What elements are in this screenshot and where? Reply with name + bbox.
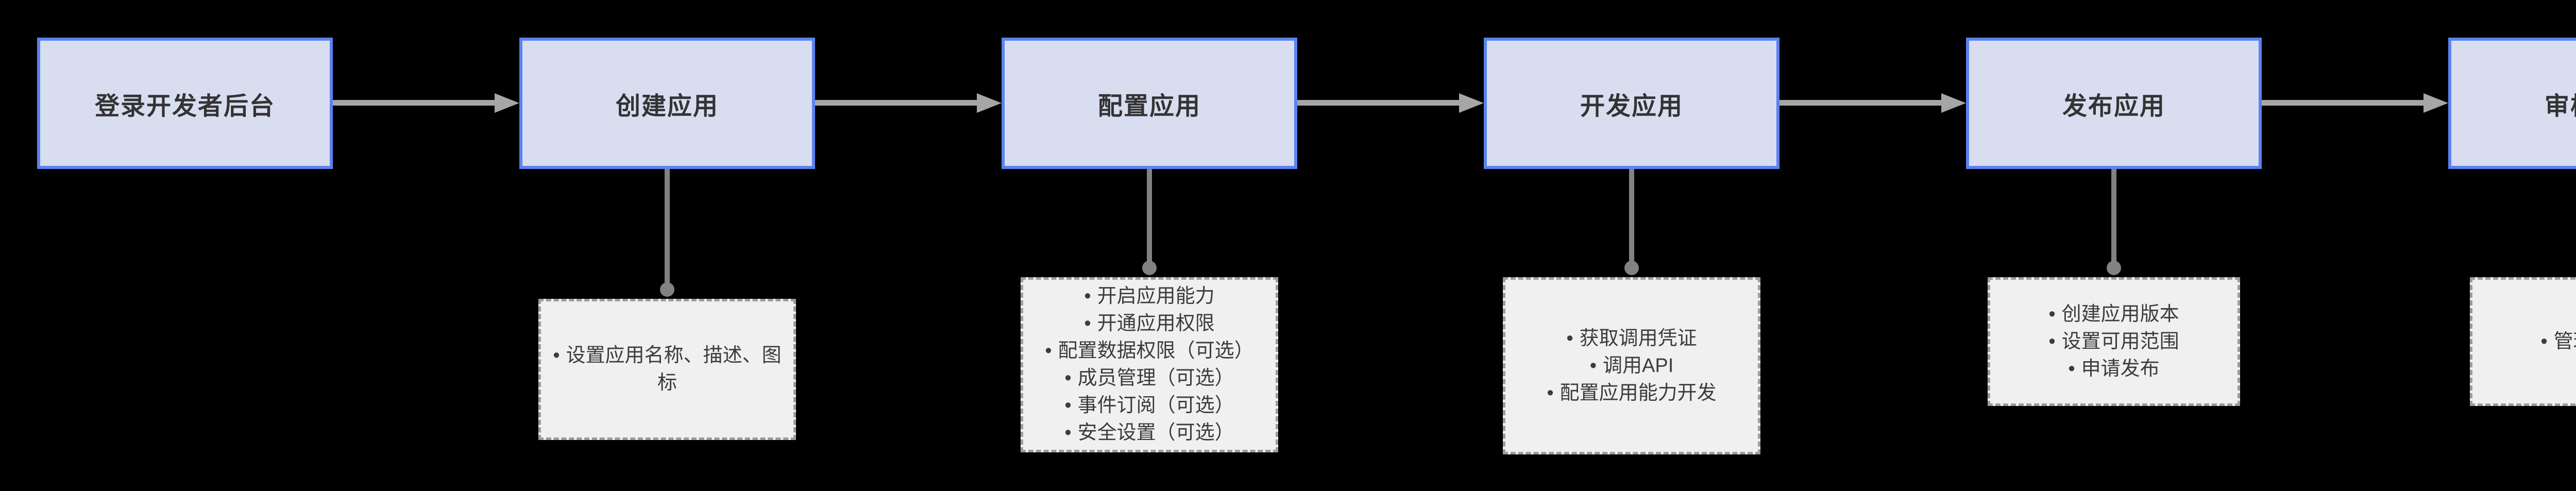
bullet-icon: • xyxy=(1589,354,1597,377)
arrow-head-icon xyxy=(495,93,519,113)
connector-line xyxy=(1629,169,1634,268)
bullet-icon: • xyxy=(1547,382,1554,404)
arrow-shaft xyxy=(1780,100,1943,106)
detail-item: • 开启应用能力 xyxy=(1033,283,1265,310)
arrow-right-icon xyxy=(1297,93,1484,113)
flow-node-label: 配置应用 xyxy=(1097,92,1201,120)
detail-item-text: 申请发布 xyxy=(2081,358,2160,380)
detail-item-text: 获取调用凭证 xyxy=(1579,327,1697,349)
arrow-shaft xyxy=(1297,100,1461,106)
detail-item-text: 事件订阅（可选） xyxy=(1077,395,1234,416)
detail-list: •开启应用能力 •开通应用权限 •配置数据权限（可选） •成员管理（可选） •事… xyxy=(1033,283,1265,447)
detail-item-text: 创建应用版本 xyxy=(2061,303,2179,325)
flow-node-create-app: 创建应用 xyxy=(519,38,815,169)
bullet-icon: • xyxy=(1064,422,1072,444)
detail-item-text: 调用API xyxy=(1603,354,1674,377)
detail-item-text: 设置应用名称、描述、图标 xyxy=(566,345,782,394)
detail-box-review-app: •管理员审核 xyxy=(2470,277,2576,406)
bullet-icon: • xyxy=(1064,367,1072,389)
detail-box-create-app: • 设置应用名称、描述、图标 xyxy=(538,299,796,440)
flow-node-login-developer-console: 登录开发者后台 xyxy=(37,38,333,169)
bullet-icon: • xyxy=(2068,358,2075,380)
arrow-head-icon xyxy=(2424,93,2448,113)
bullet-icon: • xyxy=(1084,285,1091,307)
detail-item: •事件订阅（可选） xyxy=(1033,392,1265,419)
detail-item: • 开通应用权限 xyxy=(1033,310,1265,337)
detail-item-text: 设置可用范围 xyxy=(2061,330,2179,352)
detail-item: • 配置数据权限（可选） xyxy=(1033,337,1265,365)
arrow-right-icon xyxy=(815,93,1002,113)
arrow-head-icon xyxy=(1941,93,1966,113)
flow-node-label: 审核应用 xyxy=(2544,92,2576,120)
detail-list: • 设置应用名称、描述、图标 xyxy=(551,342,783,397)
detail-item: • 调用API xyxy=(1516,352,1748,380)
detail-list: • 获取调用凭证 • 调用API • 配置应用能力开发 xyxy=(1516,325,1748,407)
bullet-icon: • xyxy=(2540,330,2548,352)
flow-node-label: 开发应用 xyxy=(1580,92,1683,120)
flow-node-label: 创建应用 xyxy=(615,92,719,120)
flow-node-label: 登录开发者后台 xyxy=(94,92,275,120)
connector-line xyxy=(2111,169,2116,268)
bullet-icon: • xyxy=(1064,395,1072,416)
detail-item-text: 开启应用能力 xyxy=(1097,285,1215,307)
detail-item: •成员管理（可选） xyxy=(1033,365,1265,392)
bullet-icon: • xyxy=(553,345,560,366)
bullet-icon: • xyxy=(1084,313,1091,334)
arrow-shaft xyxy=(333,100,497,106)
detail-item: • 获取调用凭证 xyxy=(1516,325,1748,352)
arrow-right-icon xyxy=(2262,93,2448,113)
detail-item: • 设置应用名称、描述、图标 xyxy=(551,342,783,397)
flow-node-label: 发布应用 xyxy=(2062,92,2165,120)
flow-node-develop-app: 开发应用 xyxy=(1484,38,1780,169)
detail-list: •管理员审核 xyxy=(2483,328,2576,355)
detail-item: •设置可用范围 xyxy=(2001,328,2227,355)
detail-item: •管理员审核 xyxy=(2483,328,2576,355)
detail-item-text: 管理员审核 xyxy=(2553,330,2576,352)
connector-line xyxy=(1147,169,1152,268)
arrow-head-icon xyxy=(1459,93,1484,113)
arrow-shaft xyxy=(2262,100,2426,106)
detail-item: • 申请发布 xyxy=(2001,355,2227,383)
bullet-icon: • xyxy=(1566,327,1573,349)
arrow-right-icon xyxy=(1780,93,1966,113)
connector-dot-icon xyxy=(660,282,674,297)
detail-box-configure-app: •开启应用能力 •开通应用权限 •配置数据权限（可选） •成员管理（可选） •事… xyxy=(1021,277,1278,452)
bullet-icon: • xyxy=(2048,303,2056,325)
arrow-head-icon xyxy=(977,93,1002,113)
flow-node-publish-app: 发布应用 xyxy=(1966,38,2262,169)
flow-node-configure-app: 配置应用 xyxy=(1002,38,1297,169)
detail-item-text: 开通应用权限 xyxy=(1097,313,1215,334)
connector-dot-icon xyxy=(2107,261,2121,275)
detail-item-text: 成员管理（可选） xyxy=(1077,367,1234,389)
detail-box-develop-app: • 获取调用凭证 • 调用API • 配置应用能力开发 xyxy=(1503,277,1760,454)
detail-item-text: 配置应用能力开发 xyxy=(1560,382,1717,404)
detail-item-text: 配置数据权限（可选） xyxy=(1058,340,1254,362)
detail-box-publish-app: •创建应用版本 •设置可用范围 •申请发布 xyxy=(1988,277,2240,406)
detail-item: •创建应用版本 xyxy=(2001,301,2227,328)
connector-dot-icon xyxy=(1142,261,1157,275)
detail-item: • 配置应用能力开发 xyxy=(1516,380,1748,407)
arrow-right-icon xyxy=(333,93,519,113)
arrow-shaft xyxy=(815,100,979,106)
detail-item: •安全设置（可选） xyxy=(1033,419,1265,447)
bullet-icon: • xyxy=(1045,340,1052,362)
connector-line xyxy=(665,169,670,290)
detail-list: •创建应用版本 •设置可用范围 •申请发布 xyxy=(2001,301,2227,383)
bullet-icon: • xyxy=(2048,330,2056,352)
connector-dot-icon xyxy=(1624,261,1639,275)
flow-node-review-app: 审核应用 xyxy=(2448,38,2576,169)
detail-item-text: 安全设置（可选） xyxy=(1077,422,1234,444)
